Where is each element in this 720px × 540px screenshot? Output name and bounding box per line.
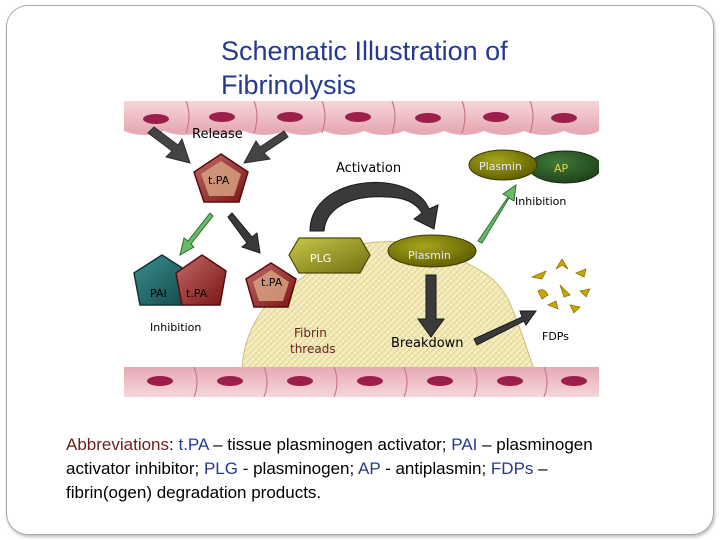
release-arrows [147,126,289,164]
fdp-fragments [530,258,591,314]
inhibition-right-label: Inhibition [515,195,566,208]
endothelium-bottom [124,366,599,397]
pai-label: PAI [150,287,167,300]
plasmin-mid-shape [387,234,477,268]
plg-label: PLG [310,252,331,265]
tpa-binding-arrow [227,212,261,254]
title-line-1: Schematic Illustration of [221,36,508,66]
tpa-clot-label: t.PA [261,276,283,289]
fdps-label: FDPs [542,330,569,343]
ap-label: AP [554,162,569,175]
abbrev-term-tpa: t.PA [178,435,209,454]
abbrev-def-ap: - antiplasmin; [380,459,491,478]
release-label: Release [192,127,243,142]
abbrev-term-fdps: FDPs [490,459,534,478]
fdp-arrow [473,310,537,346]
tpa-top-label: t.PA [208,174,230,187]
plasmin-ap-complex [468,149,599,184]
abbrev-def-fdps: – fibrin(ogen) degradation products. [66,459,548,502]
breakdown-arrow [417,274,445,338]
tpa-clot-pentagon [245,262,297,308]
abbrev-def-pai: – plasminogen activator inhibitor; [66,435,593,478]
abbrev-def-plg: - plasminogen; [237,459,358,478]
abbrev-heading: Abbreviations [66,435,170,454]
tpa-top-pentagon [193,153,249,203]
inhibition-arrows [179,183,517,257]
plasmin-mid-label: Plasmin [408,249,451,262]
title-line-2: Fibrinolysis [221,70,357,100]
endothelium-top [124,101,599,135]
abbrev-term-pai: PAI [451,435,478,454]
pai-tpa-complex [133,254,227,306]
breakdown-label: Breakdown [391,336,464,351]
activation-arrow [309,181,439,232]
plg-shape [288,237,371,274]
page-title: Schematic Illustration of Fibrinolysis [221,34,508,102]
abbreviations-text: Abbreviations: t.PA – tissue plasminogen… [66,435,593,502]
plasmin-top-label: Plasmin [479,160,522,173]
fibrin-label-2: threads [290,342,336,356]
inhibition-left-label: Inhibition [150,321,201,334]
abbrev-term-ap: AP [358,459,381,478]
fibrin-label-1: Fibrin [294,326,327,340]
tpa-left-label: t.PA [186,287,208,300]
activation-label: Activation [336,161,401,176]
abbrev-def-tpa: – tissue plasminogen activator; [208,435,452,454]
abbrev-term-plg: PLG [203,459,238,478]
fibrinolysis-diagram: Release t.PA Activation Plasmin AP Inhib… [124,101,599,397]
